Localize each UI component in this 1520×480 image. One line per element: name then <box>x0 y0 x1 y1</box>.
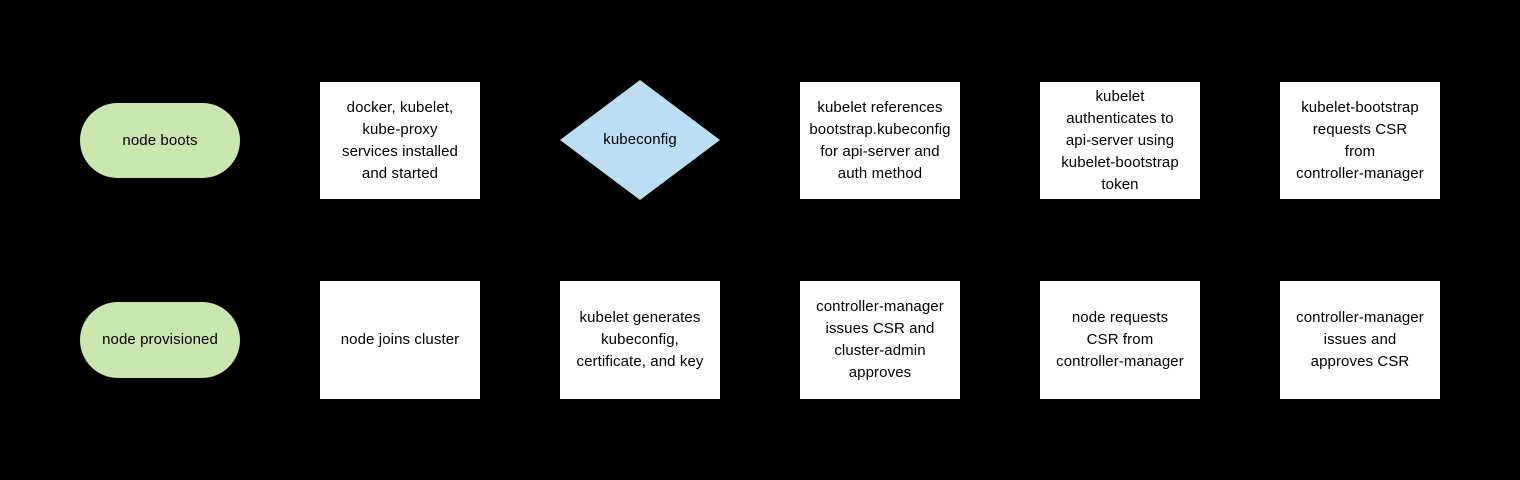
node-label: controller-manager issues CSR and cluste… <box>816 298 944 381</box>
node-label: kubelet authenticates to api-server usin… <box>1061 87 1179 193</box>
node-label: kubelet-bootstrap requests CSR from cont… <box>1296 98 1424 182</box>
node-node-boots[interactable]: node boots <box>80 103 240 178</box>
node-label: node boots <box>122 131 198 149</box>
node-cm-issues-approves-csr[interactable]: controller-manager issues and approves C… <box>1280 281 1440 399</box>
node-kubeconfig[interactable]: kubeconfig <box>560 80 720 200</box>
node-kubelet-authenticates[interactable]: kubelet authenticates to api-server usin… <box>1040 82 1200 199</box>
node-label: kubeconfig <box>603 131 677 148</box>
node-label: docker, kubelet, kube-proxy services ins… <box>341 98 458 182</box>
node-label: kubelet references bootstrap.kubeconfig … <box>809 98 951 182</box>
node-node-requests-csr[interactable]: node requests CSR from controller-manage… <box>1040 281 1200 399</box>
node-label: node provisioned <box>102 331 218 348</box>
node-node-joins-cluster[interactable]: node joins cluster <box>320 281 480 399</box>
node-kubelet-references-bootstrap[interactable]: kubelet references bootstrap.kubeconfig … <box>800 82 960 199</box>
node-kubelet-generates[interactable]: kubelet generates kubeconfig, certificat… <box>560 281 720 399</box>
node-label: node requests CSR from controller-manage… <box>1056 309 1184 370</box>
node-label: kubelet generates kubeconfig, certificat… <box>576 309 704 370</box>
node-node-provisioned[interactable]: node provisioned <box>80 302 240 378</box>
node-label: node joins cluster <box>340 331 460 348</box>
node-bootstrap-requests-csr[interactable]: kubelet-bootstrap requests CSR from cont… <box>1280 82 1440 199</box>
node-services-installed[interactable]: docker, kubelet, kube-proxy services ins… <box>320 82 480 199</box>
node-label: controller-manager issues and approves C… <box>1296 309 1424 370</box>
node-cm-issues-csr-cluster-admin[interactable]: controller-manager issues CSR and cluste… <box>800 281 960 399</box>
